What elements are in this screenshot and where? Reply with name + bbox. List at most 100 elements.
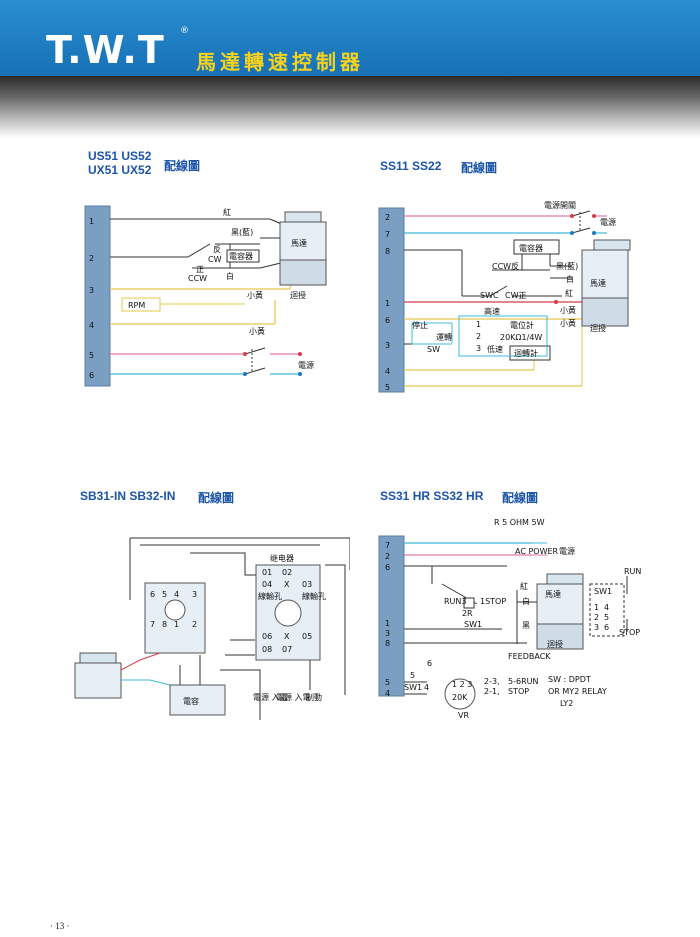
- label-ccw: CCW: [188, 274, 207, 283]
- label-fwd: 正: [196, 265, 204, 274]
- label-power: 電源: [298, 361, 314, 370]
- label-swc: SWC: [480, 291, 499, 300]
- ss11-terminal-5: 5: [385, 383, 390, 392]
- ss11-terminal-4: 4: [385, 367, 390, 376]
- label-l2: 2-1,: [484, 687, 500, 696]
- capacitor-box: [169, 684, 226, 716]
- label-gear: 迴授: [290, 290, 306, 300]
- label-motor: 馬達: [291, 238, 307, 248]
- sw1-pin-2: 2: [594, 613, 599, 622]
- ss31-terminal-2: 2: [385, 552, 390, 561]
- label-n2: 2: [462, 609, 467, 618]
- label-vr: VR: [458, 711, 469, 720]
- us51-title-line2: UX51 UX52: [88, 163, 152, 177]
- label-n5: 5: [410, 671, 415, 680]
- relay-t-03: 03: [302, 580, 312, 589]
- ss31-terminal-8: 8: [385, 639, 390, 648]
- label-capacitor: 電容器: [519, 243, 543, 253]
- label-n4: 4: [424, 683, 429, 692]
- vr-icon: [444, 678, 476, 710]
- box-t-1: 1: [174, 620, 179, 629]
- ss31-terminal-4: 4: [385, 689, 390, 698]
- ss31-terminal-1: 1: [385, 619, 390, 628]
- label-gear: 迴授: [590, 323, 606, 333]
- label-stop: 停止: [412, 320, 428, 330]
- label-rpm: RPM: [128, 301, 145, 310]
- ss11-terminal-8: 8: [385, 247, 390, 256]
- relay-t-02: 02: [282, 568, 292, 577]
- us51-terminal-2: 2: [89, 254, 94, 263]
- label-power-in2: 電源 入電: [276, 693, 311, 702]
- ss11-wiring-diagram: 2 7 8 1 6 3 4 5 電源開關 電源 電容器 CCW反 黑(藍) 白 …: [378, 201, 631, 393]
- terminal-strip: [378, 207, 405, 393]
- label-red: 紅: [565, 288, 573, 298]
- label-cw: CW: [208, 255, 222, 264]
- box-t-3: 3: [192, 590, 197, 599]
- label-relay: 继电器: [270, 553, 294, 563]
- label-low: 低速: [487, 344, 503, 354]
- label-sw1: SW1: [464, 620, 482, 629]
- label-white: 白: [226, 271, 234, 281]
- label-feedback: FEEDBACK: [508, 652, 551, 661]
- box-t-4: 4: [174, 590, 179, 599]
- label-ccw: CCW反: [492, 261, 519, 271]
- label-red: 紅: [520, 581, 528, 591]
- box-t-6: 6: [150, 590, 155, 599]
- ss11-terminal-6: 6: [385, 316, 390, 325]
- box-t-5: 5: [162, 590, 167, 599]
- label-potval: 20KΩ1/4W: [500, 333, 542, 342]
- label-tacho: 迴轉計: [514, 348, 538, 358]
- ss31-terminal-7: 7: [385, 541, 390, 550]
- ss31-title-suffix: 配線圖: [502, 491, 539, 505]
- label-n6: 6: [427, 659, 432, 668]
- terminal-strip: [378, 535, 405, 697]
- label-power-in: 電源 入電: [253, 693, 288, 702]
- sb31-wiring-diagram: 继电器 01 02 03 04 05 06 07 08 X X 6 5 4 3 …: [74, 537, 350, 720]
- relay-x-bottom: X: [284, 632, 290, 641]
- us51-wiring-diagram: 1 2 3 4 5 6 紅 黑(藍) 反 CW 正 CCW 白 電容器 馬達 R…: [84, 205, 327, 387]
- ss31-terminal-5: 5: [385, 678, 390, 687]
- label-white: 白: [522, 596, 530, 606]
- relay-t-05: 05: [302, 632, 312, 641]
- label-pot: 電位計: [510, 320, 534, 330]
- label-high: 高速: [484, 306, 500, 316]
- label-coil-top: 線輸孔: [258, 591, 282, 601]
- label-stop2: STOP: [619, 628, 640, 637]
- label-switch: 電源開關: [544, 201, 576, 210]
- label-r: R: [467, 609, 473, 618]
- label-n1: 1: [476, 320, 481, 329]
- sw1-pin-6: 6: [604, 623, 609, 632]
- label-black: 黑(藍): [231, 227, 253, 237]
- box-t-2: 2: [192, 620, 197, 629]
- label-cw: CW正: [505, 291, 527, 300]
- sb31-title-suffix: 配線圖: [198, 491, 235, 505]
- header-shadow: [0, 76, 700, 138]
- relay-t-04: 04: [262, 580, 272, 589]
- label-power: 電源: [559, 547, 575, 556]
- box-t-8: 8: [162, 620, 167, 629]
- ss31-title: SS31 HR SS32 HR: [380, 489, 484, 503]
- label-ysmall2: 小黃: [249, 326, 265, 336]
- ss11-title-suffix: 配線圖: [461, 161, 498, 175]
- sw1-pin-1: 1: [594, 603, 599, 612]
- label-run56: 5-6RUN: [508, 677, 538, 686]
- label-l1: 2-3,: [484, 677, 500, 686]
- ss11-terminal-7: 7: [385, 230, 390, 239]
- ss31-terminal-3: 3: [385, 629, 390, 638]
- brand-logo: T.W.T: [46, 28, 165, 72]
- sw1-pin-5: 5: [604, 613, 609, 622]
- label-run3: RUN3: [444, 597, 467, 606]
- us51-title-line1: US51 US52: [88, 149, 152, 163]
- label-brake: 制動: [306, 692, 322, 702]
- label-vrpins: 1 2 3: [452, 680, 472, 689]
- label-capacitor: 電容器: [229, 251, 253, 261]
- relay-x-top: X: [284, 580, 290, 589]
- label-gear: 迴授: [547, 639, 563, 649]
- label-power: 電源: [600, 218, 616, 227]
- label-sw1b: SW1: [404, 683, 422, 692]
- label-sw1box: SW1: [594, 587, 612, 596]
- label-ysmall2: 小黃: [560, 318, 576, 328]
- ss11-title: SS11 SS22: [380, 159, 442, 173]
- label-vr20: 20K: [452, 693, 468, 702]
- label-run: 運轉: [436, 332, 452, 342]
